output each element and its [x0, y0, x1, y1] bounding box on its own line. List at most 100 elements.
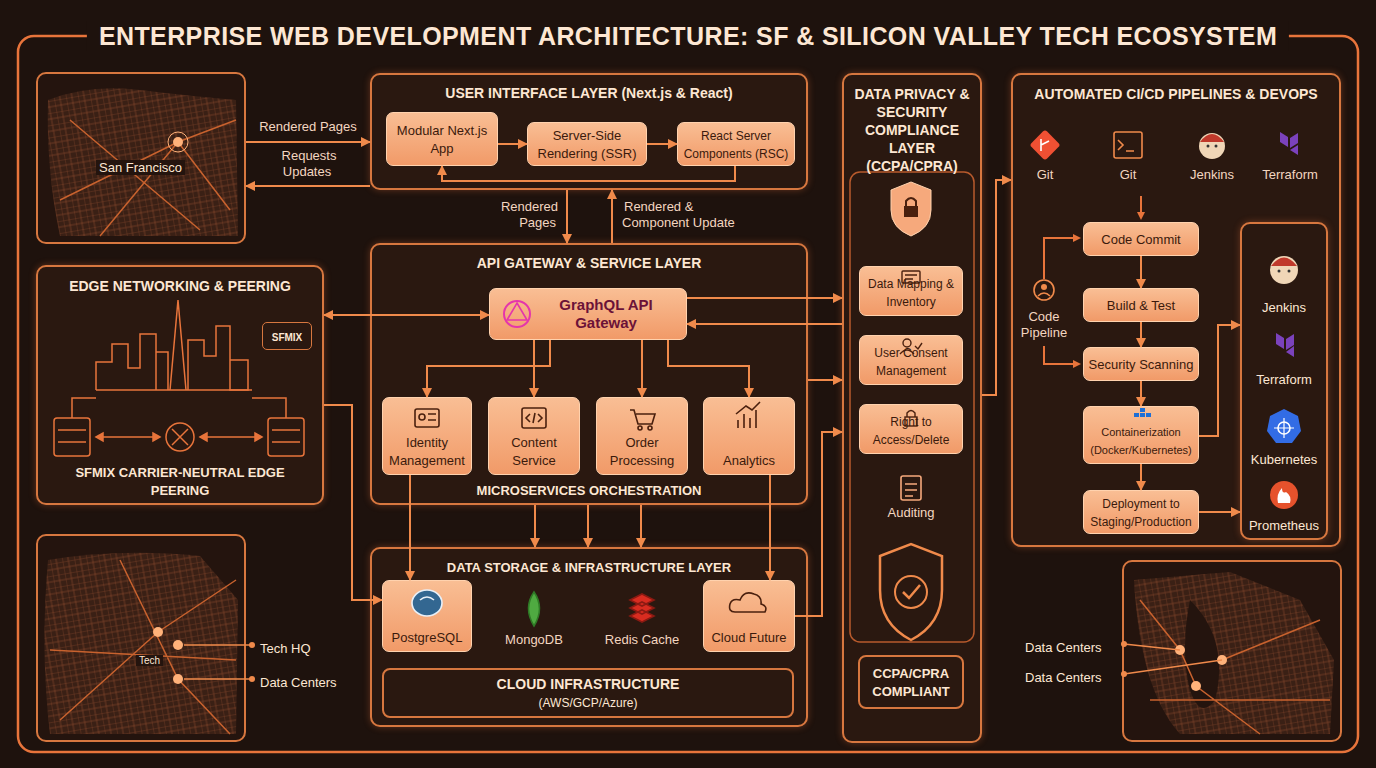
- node-text: CLOUD INFRASTRUCTURE: [497, 676, 680, 692]
- node-text: SFMIX CARRIER-NEUTRAL EDGE PEERING: [75, 465, 284, 498]
- compliance-illustration: [850, 172, 974, 642]
- node-text: AUTOMATED CI/CD PIPELINES & DEVOPS: [1034, 86, 1317, 102]
- node-text: San Francisco: [96, 160, 185, 175]
- edge-label: Rendered & Component Update: [622, 199, 737, 230]
- label: Git: [1037, 167, 1054, 182]
- process-box: React Server Components (RSC): [677, 122, 795, 166]
- badge: SFMIX: [262, 322, 312, 350]
- connector: [534, 505, 536, 547]
- process-box: Order Processing: [596, 397, 688, 475]
- label: Terraform: [1262, 167, 1318, 182]
- node-text: Kubernetes: [1251, 452, 1318, 467]
- node-text: CCPA/CPRA COMPLIANT: [872, 666, 949, 699]
- connector: [1140, 322, 1142, 347]
- node-text: Content Service: [511, 435, 557, 468]
- node-text: Security Scanning: [1089, 357, 1194, 372]
- connector: [647, 143, 677, 145]
- layer-panel: SFMIX EDGE NETWORKING & PEERING SFMIX CARR…: [36, 265, 324, 505]
- process-box: Code Commit: [1083, 222, 1199, 256]
- connector: [668, 340, 749, 397]
- connector: [533, 340, 535, 397]
- node-text: Build & Test: [1107, 298, 1175, 313]
- connector: [1140, 464, 1142, 490]
- label: Redis Cache: [605, 632, 679, 647]
- node-text: Identity Management: [389, 435, 465, 468]
- process-box: Data Mapping & Inventory: [859, 266, 963, 316]
- map-panel: Data CentersData Centers: [1122, 560, 1342, 742]
- label: Git: [1120, 167, 1137, 182]
- label: Auditing: [888, 505, 935, 520]
- process-box: PostgreSQL: [382, 580, 472, 652]
- layer-panel: JenkinsTerraformKubernetesPrometheus: [1240, 222, 1328, 540]
- node-text: Tech: [136, 655, 163, 666]
- node-text: Analytics: [723, 453, 775, 468]
- sf-map: [48, 88, 238, 236]
- process-box: Identity Management: [382, 397, 472, 475]
- connector: [1140, 256, 1142, 288]
- node-text: DATA PRIVACY & SECURITY COMPLIANCE LAYER…: [854, 86, 969, 174]
- skyline: [96, 300, 252, 390]
- process-box: Analytics: [703, 397, 795, 475]
- node-text: Cloud Future: [711, 630, 786, 645]
- label: Code Pipeline: [1021, 309, 1067, 340]
- connector: [640, 505, 642, 547]
- node-text: Prometheus: [1249, 518, 1319, 533]
- process-box: Deployment to Staging/Production: [1083, 490, 1199, 534]
- node-text: Jenkins: [1262, 300, 1306, 315]
- node-text: SFMIX: [272, 332, 303, 343]
- process-box: Right to Access/Delete: [859, 404, 963, 454]
- connector: [641, 340, 643, 397]
- node-text: User Consent Management: [874, 346, 947, 378]
- edge-label: Rendered Pages: [499, 199, 558, 230]
- node-text: Data Centers: [260, 675, 337, 690]
- node-text: Containerization (Docker/Kubernetes): [1090, 426, 1192, 456]
- connector: [982, 180, 1011, 395]
- node-text: Data Centers: [1025, 640, 1102, 655]
- node-text: Modular Next.js App: [397, 123, 487, 156]
- connector: [1140, 381, 1142, 406]
- connector: [795, 432, 842, 616]
- connector: [442, 166, 735, 181]
- process-box: Modular Next.js App: [386, 112, 498, 166]
- connector: [687, 323, 842, 325]
- process-box: Security Scanning: [1083, 347, 1199, 381]
- layer-panel: Modular Next.js App Server-Side Rendering…: [370, 73, 808, 190]
- layer-panel: Code CommitBuild & TestSecurity Scanning…: [1011, 73, 1341, 547]
- map-panel: San Francisco: [36, 72, 246, 244]
- node-text: USER INTERFACE LAYER (Next.js & React): [445, 85, 732, 101]
- layer-panel: Data Mapping & InventoryUser Consent Man…: [842, 73, 982, 743]
- connector: [498, 143, 527, 145]
- node-text: Data Mapping & Inventory: [868, 277, 954, 309]
- connector: [687, 297, 842, 299]
- edge-label: Requests Updates: [280, 148, 337, 179]
- bay-map: [1121, 572, 1334, 734]
- node-text: Terraform: [1256, 372, 1312, 387]
- connector: [1199, 325, 1240, 436]
- connector: [324, 314, 489, 316]
- node-text: Server-Side Rendering (SSR): [538, 128, 637, 161]
- label: MongoDB: [505, 632, 563, 647]
- process-box: Containerization (Docker/Kubernetes): [1083, 406, 1199, 464]
- process-box: Server-Side Rendering (SSR): [527, 122, 647, 166]
- process-box: GraphQL API Gateway: [489, 288, 687, 340]
- node-text: Tech HQ: [260, 641, 311, 656]
- connector: [808, 379, 842, 381]
- node-text: Code Commit: [1101, 232, 1180, 247]
- connector: [246, 185, 370, 187]
- node-text: DATA STORAGE & INFRASTRUCTURE LAYER: [447, 560, 731, 575]
- node-text: Order Processing: [610, 435, 674, 468]
- connector: [324, 405, 382, 600]
- outer-frame: [18, 36, 1358, 752]
- connector: [427, 340, 550, 397]
- node-text: Data Centers: [1025, 670, 1102, 685]
- devops-icons: [1029, 129, 1301, 509]
- map-panel: TechTech HQData Centers: [36, 534, 246, 742]
- tech-map: [44, 553, 255, 734]
- node-text: Deployment to Staging/Production: [1090, 497, 1191, 529]
- node-text: EDGE NETWORKING & PEERING: [69, 278, 291, 294]
- process-box: User Consent Management: [859, 335, 963, 385]
- node-text: Right to Access/Delete: [873, 415, 950, 447]
- connector: [1199, 511, 1240, 513]
